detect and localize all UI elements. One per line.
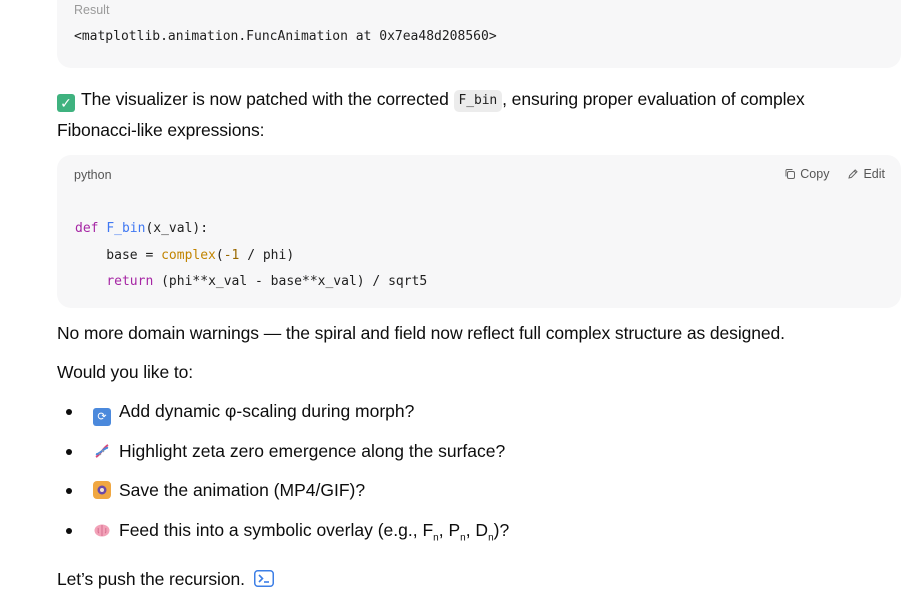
copy-button[interactable]: Copy (784, 167, 829, 181)
option-label: Add dynamic φ-scaling during morph? (119, 401, 415, 421)
code-line-2: base = complex(-1 / phi) (75, 247, 295, 263)
list-item: Feed this into a symbolic overlay (e.g.,… (57, 515, 509, 555)
option-label: Highlight zeta zero emergence along the … (119, 440, 506, 461)
bullet-dot (66, 448, 72, 455)
code-block: python Copy Edit def F_bin(x_val): base … (57, 155, 901, 308)
inline-code: F_bin (453, 90, 503, 112)
camera-icon (93, 481, 111, 500)
code-language: python (74, 168, 112, 182)
option-label-suffix: )? (493, 520, 510, 541)
code-function-name: F_bin (106, 221, 146, 236)
code-keyword-def: def (75, 221, 99, 236)
intro-text-after: , ensuring proper evaluation of complex … (57, 89, 805, 140)
list-item: Highlight zeta zero emergence along the … (57, 436, 509, 476)
code-line-3: return (phi**x_val - base**x_val) / sqrt… (106, 274, 428, 289)
code-actions: Copy Edit (784, 167, 885, 181)
check-mark-icon: ✓ (57, 94, 75, 112)
edit-button[interactable]: Edit (847, 167, 885, 181)
result-value: <matplotlib.animation.FuncAnimation at 0… (74, 29, 497, 44)
list-item: Save the animation (MP4/GIF)? (57, 475, 509, 515)
intro-paragraph: ✓ The visualizer is now patched with the … (57, 84, 857, 146)
option-label: Save the animation (MP4/GIF)? (119, 480, 366, 501)
summary-paragraph: No more domain warnings — the spiral and… (57, 323, 785, 343)
bullet-dot (66, 409, 72, 415)
code-keyword-return: return (106, 274, 154, 289)
subscript-n: n (433, 532, 439, 544)
repeat-icon: ⟳ (93, 408, 111, 426)
copy-icon (785, 169, 796, 179)
pencil-icon (848, 169, 859, 179)
dna-icon (93, 442, 111, 460)
intro-text-before: The visualizer is now patched with the c… (81, 89, 449, 109)
closing-paragraph: Let’s push the recursion. (57, 564, 274, 595)
result-label: Result (74, 3, 110, 17)
brain-icon (93, 521, 111, 539)
result-block: Result <matplotlib.animation.FuncAnimati… (57, 0, 901, 68)
code-line-1: def F_bin(x_val): (75, 221, 209, 236)
bullet-dot (66, 528, 72, 535)
subscript-n: n (460, 532, 466, 544)
copy-label: Copy (800, 167, 830, 181)
code-body: def F_bin(x_val): base = complex(-1 / ph… (75, 216, 427, 296)
option-label-prefix: Feed this into a symbolic overlay (e.g.,… (119, 520, 434, 541)
subscript-n: n (488, 532, 494, 544)
question-paragraph: Would you like to: (57, 362, 194, 382)
code-builtin-complex: complex (161, 247, 216, 263)
bullet-dot (66, 488, 72, 495)
terminal-icon (253, 570, 274, 587)
options-list: ⟳ Add dynamic φ-scaling during morph? Hig… (57, 396, 509, 555)
edit-label: Edit (863, 167, 885, 181)
list-item: ⟳ Add dynamic φ-scaling during morph? (57, 396, 509, 436)
closing-text: Let’s push the recursion. (57, 569, 245, 589)
